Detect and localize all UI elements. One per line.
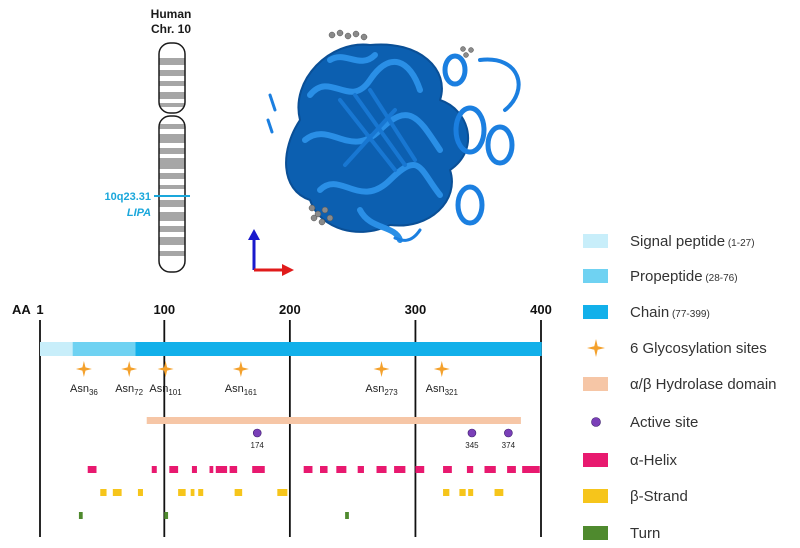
legend-label-propeptide: Propeptide (28-76) bbox=[630, 268, 738, 285]
glycosylation-star-273 bbox=[373, 361, 390, 377]
legend-swatch-hydrolase-domain bbox=[583, 377, 608, 391]
-helix-block bbox=[87, 466, 97, 473]
chromosome-p-arm bbox=[159, 43, 185, 113]
-helix-block bbox=[169, 466, 179, 473]
glycosylation-label-36: Asn36 bbox=[70, 383, 98, 397]
-helix-block bbox=[376, 466, 387, 473]
-helix-block bbox=[415, 466, 425, 473]
legend-label-turn: Turn bbox=[630, 525, 660, 542]
tick-label-200: 200 bbox=[279, 302, 301, 317]
-helix-block bbox=[191, 466, 197, 473]
legend-swatch-strand bbox=[583, 489, 608, 503]
turn-block bbox=[78, 512, 83, 519]
legend: Signal peptide (1-27) Propeptide (28-76) C… bbox=[583, 233, 777, 542]
band-label: 10q23.31 bbox=[105, 191, 151, 203]
-strand-block bbox=[459, 489, 466, 496]
legend-label-chain: Chain (77-399) bbox=[630, 304, 710, 321]
legend-swatch-turn bbox=[583, 526, 608, 540]
active-site-dot-174 bbox=[252, 428, 262, 438]
-helix-block bbox=[522, 466, 540, 473]
sequence-tracks: Asn36 Asn72 Asn101 Asn161 Asn273 Asn321 174 345… bbox=[40, 342, 542, 519]
orientation-arrows bbox=[248, 229, 294, 276]
glycosylation-star-72 bbox=[121, 361, 138, 377]
-helix-block bbox=[394, 466, 406, 473]
legend-label-signal-peptide: Signal peptide (1-27) bbox=[630, 233, 755, 250]
-strand-block bbox=[137, 489, 143, 496]
active-site-dot-374 bbox=[504, 428, 513, 438]
arrow-right-icon bbox=[282, 264, 294, 276]
hydrolase-domain-bar bbox=[146, 417, 521, 424]
glycosylation-star-101 bbox=[157, 361, 174, 377]
-helix-block bbox=[229, 466, 238, 473]
-helix-block bbox=[151, 466, 157, 473]
-strand-block bbox=[494, 489, 504, 496]
glycosylation-label-321: Asn321 bbox=[426, 383, 459, 397]
protein-structure-image bbox=[266, 29, 521, 243]
sequence-axis: AA 1 100 200 300 400 bbox=[12, 302, 552, 537]
chromosome-q-arm bbox=[159, 116, 185, 272]
glycosylation-label-72: Asn72 bbox=[115, 383, 143, 397]
legend-label-6-glycosylation-sites: 6 Glycosylation sites bbox=[630, 340, 767, 357]
axis-label: AA bbox=[12, 302, 31, 317]
-helix-block bbox=[466, 466, 474, 473]
glycosylation-label-161: Asn161 bbox=[225, 383, 258, 397]
tick-label-300: 300 bbox=[405, 302, 427, 317]
active-site-label-374: 374 bbox=[502, 441, 516, 450]
active-site-label-174: 174 bbox=[251, 441, 265, 450]
legend-star-icon bbox=[587, 339, 605, 357]
-strand-block bbox=[234, 489, 243, 496]
-strand-block bbox=[468, 489, 474, 496]
-strand-block bbox=[178, 489, 186, 496]
legend-label-strand: β-Strand bbox=[630, 488, 688, 505]
-strand-block bbox=[112, 489, 122, 496]
chromosome-ideogram: Human Chr. 10 bbox=[105, 7, 192, 273]
segment-chain bbox=[135, 342, 542, 356]
-helix-block bbox=[336, 466, 347, 473]
legend-dot-icon bbox=[591, 417, 601, 427]
arrow-up-icon bbox=[248, 229, 260, 240]
legend-label-hydrolase-domain: α/β Hydrolase domain bbox=[630, 376, 777, 393]
glycosylation-star-161 bbox=[232, 361, 249, 377]
-helix-block bbox=[357, 466, 364, 473]
-helix-block bbox=[252, 466, 265, 473]
-helix-block bbox=[443, 466, 452, 473]
-strand-block bbox=[198, 489, 204, 496]
gene-label: LIPA bbox=[127, 207, 151, 219]
active-site-dot-345 bbox=[467, 428, 477, 438]
glycosylation-star-321 bbox=[433, 361, 450, 377]
glycosylation-star-36 bbox=[75, 361, 92, 377]
glycosylation-label-273: Asn273 bbox=[365, 383, 398, 397]
legend-label-helix: α-Helix bbox=[630, 452, 678, 469]
-strand-block bbox=[190, 489, 195, 496]
-strand-block bbox=[277, 489, 288, 496]
glycosylation-label-101: Asn101 bbox=[149, 383, 182, 397]
-helix-block bbox=[484, 466, 496, 473]
-strand-block bbox=[443, 489, 450, 496]
-helix-block bbox=[303, 466, 313, 473]
legend-label-active-site: Active site bbox=[630, 414, 698, 431]
legend-swatch-chain bbox=[583, 305, 608, 319]
legend-swatch-propeptide bbox=[583, 269, 608, 283]
-helix-block bbox=[209, 466, 214, 473]
tick-label-400: 400 bbox=[530, 302, 552, 317]
tick-label-100: 100 bbox=[153, 302, 175, 317]
segment-signal-peptide bbox=[40, 342, 73, 356]
active-site-label-345: 345 bbox=[465, 441, 479, 450]
-helix-block bbox=[507, 466, 516, 473]
-helix-block bbox=[215, 466, 228, 473]
turn-block bbox=[164, 512, 169, 519]
tick-label-1: 1 bbox=[36, 302, 43, 317]
turn-block bbox=[345, 512, 349, 519]
chromosome-title-line1: Human bbox=[151, 7, 192, 21]
segment-propeptide bbox=[72, 342, 136, 356]
chromosome-title-line2: Chr. 10 bbox=[151, 22, 191, 36]
-helix-block bbox=[320, 466, 328, 473]
-strand-block bbox=[100, 489, 107, 496]
legend-swatch-signal-peptide bbox=[583, 234, 608, 248]
legend-swatch-helix bbox=[583, 453, 608, 467]
